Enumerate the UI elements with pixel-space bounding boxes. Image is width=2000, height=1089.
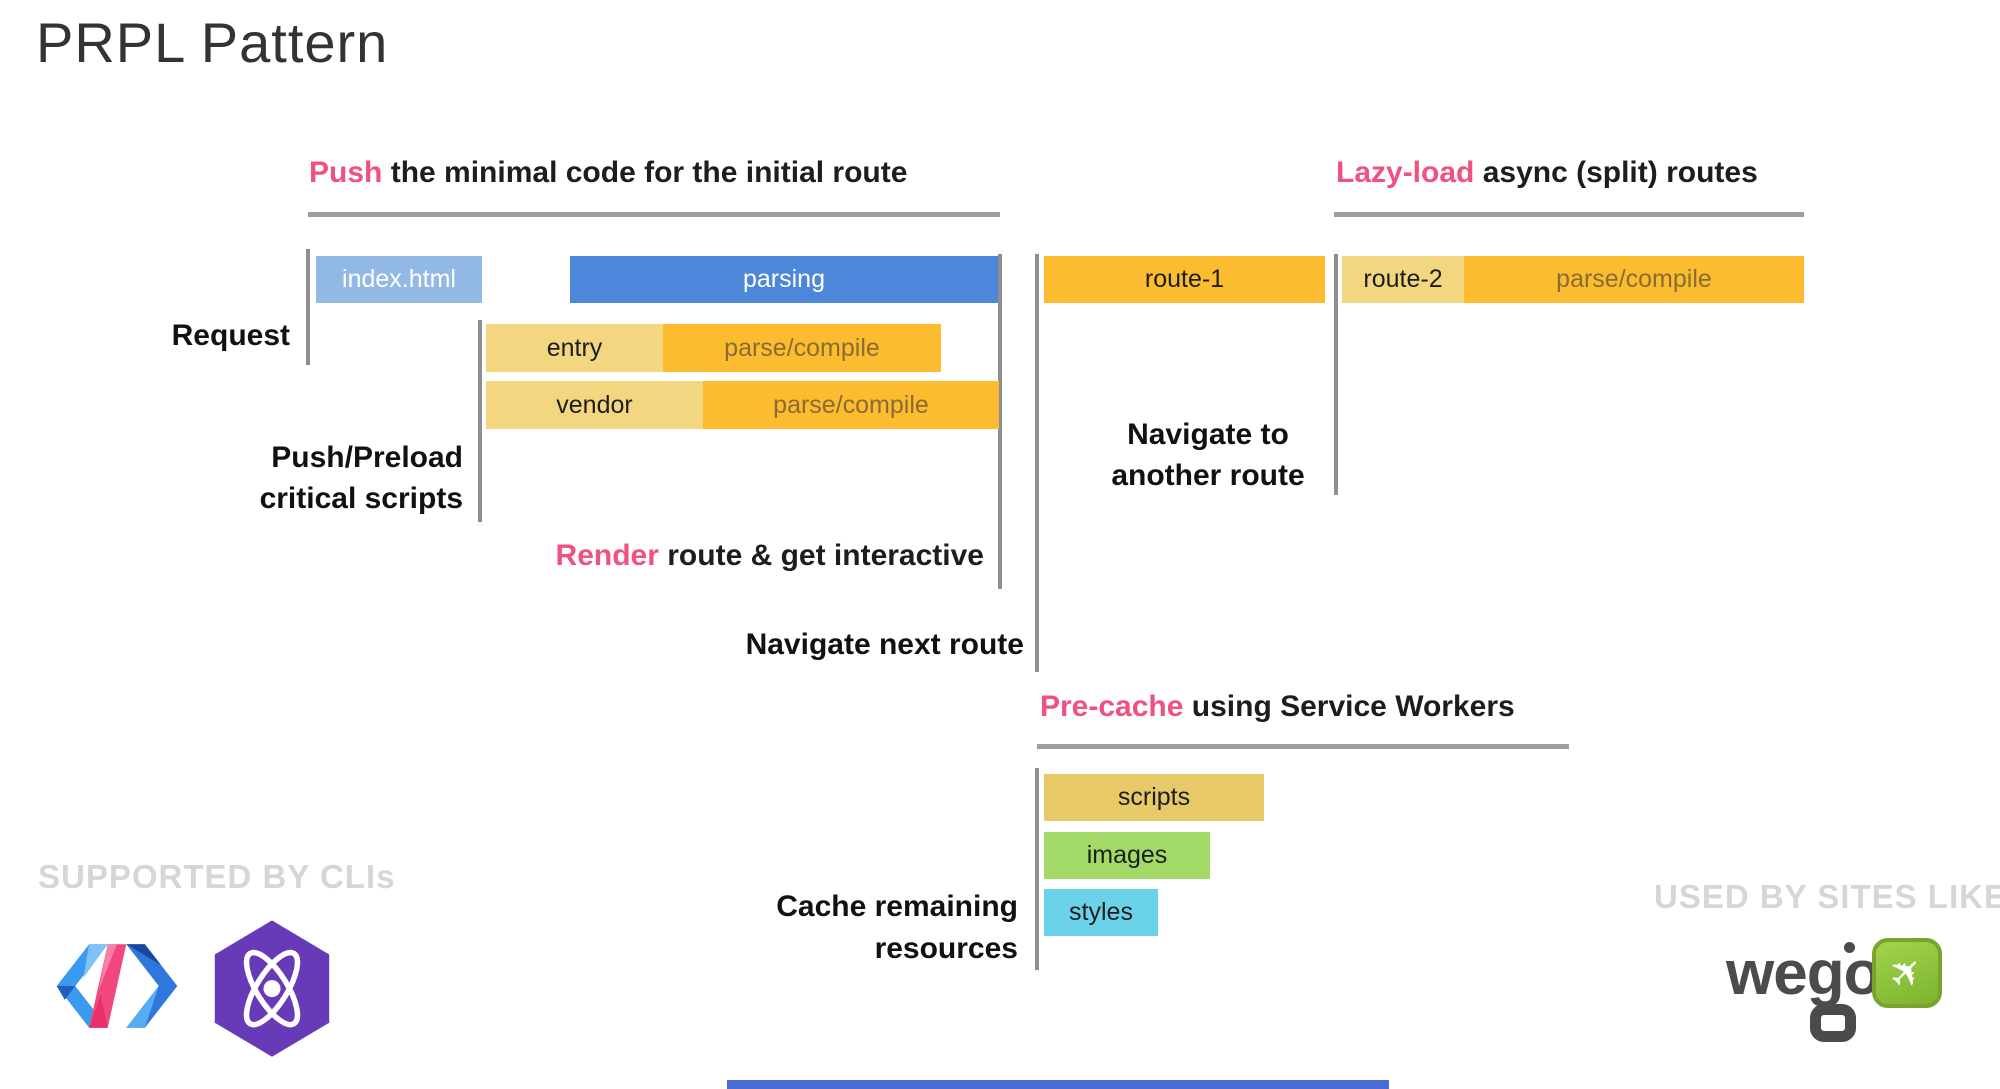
navigate-another-label-line2: another route	[1111, 459, 1305, 492]
vendor-parse-compile-segment: parse/compile	[703, 381, 999, 429]
request-label: Request	[90, 315, 290, 356]
scripts-bar: scripts	[1044, 774, 1264, 821]
precache-heading: Pre-cache using Service Workers	[1040, 690, 1515, 724]
entry-segment: entry	[486, 324, 663, 372]
page-title: PRPL Pattern	[36, 11, 389, 74]
entry-parse-compile-segment: parse/compile	[663, 324, 941, 372]
polymer-logo-icon	[46, 928, 188, 1044]
styles-bar-label: styles	[1069, 898, 1133, 926]
images-bar: images	[1044, 832, 1210, 879]
preact-logo-svg	[214, 920, 330, 1057]
push-preload-label-line2: critical scripts	[259, 482, 463, 515]
entry-bar-label: entry	[546, 333, 603, 362]
precache-connector-line	[1035, 768, 1039, 970]
push-preload-label: Push/Preload critical scripts	[140, 437, 463, 519]
render-connector-line	[998, 254, 1002, 589]
navigate-next-label-text: Navigate next route	[745, 628, 1024, 661]
entry-parse-compile-label: parse/compile	[724, 333, 880, 362]
route-2-parse-compile-label: parse/compile	[1556, 265, 1712, 293]
wego-airplane-badge: ✈	[1872, 938, 1942, 1008]
wego-dot-icon	[1844, 942, 1855, 953]
index-html-bar: index.html	[316, 256, 482, 303]
styles-bar: styles	[1044, 889, 1158, 936]
lazyload-heading-keyword: Lazy-load	[1336, 156, 1475, 189]
route-2-bar: route-2 parse/compile	[1342, 256, 1804, 303]
airplane-icon: ✈	[1879, 945, 1935, 1001]
precache-heading-keyword: Pre-cache	[1040, 690, 1184, 723]
vendor-segment: vendor	[486, 381, 703, 429]
index-html-bar-label: index.html	[342, 265, 456, 293]
images-bar-label: images	[1086, 841, 1168, 869]
vendor-bar-label: vendor	[556, 390, 633, 419]
lazyload-heading-rest: async (split) routes	[1482, 156, 1758, 189]
precache-heading-rule	[1037, 744, 1569, 749]
supported-by-clis-caption: SUPPORTED BY CLIs	[38, 858, 396, 895]
request-label-text: Request	[171, 319, 290, 352]
render-heading: Render route & get interactive	[460, 539, 984, 573]
push-preload-connector-line	[478, 320, 482, 522]
wego-g-descender-icon	[1810, 1004, 1856, 1042]
preact-logo-icon	[210, 918, 334, 1058]
cache-remaining-label-line2: resources	[874, 932, 1018, 965]
lazyload-heading: Lazy-load async (split) routes	[1336, 156, 1758, 190]
bottom-progress-bar	[727, 1080, 1389, 1089]
wego-logo: wego ✈	[1726, 938, 1986, 1068]
route-2-segment: route-2	[1342, 256, 1464, 303]
navigate-next-connector-line	[1035, 254, 1039, 672]
navigate-another-connector-line	[1334, 254, 1338, 495]
navigate-next-label: Navigate next route	[660, 624, 1024, 665]
route-2-bar-label: route-2	[1363, 265, 1443, 293]
request-connector-line	[306, 249, 310, 365]
wego-logo-text: wego	[1726, 939, 1881, 1008]
used-by-sites-caption: USED BY SITES LIKE	[1654, 878, 2000, 915]
scripts-bar-label: scripts	[1117, 783, 1191, 811]
navigate-another-label-line1: Navigate to	[1127, 418, 1289, 451]
push-heading-rest: the minimal code for the initial route	[390, 156, 908, 189]
push-heading-keyword: Push	[309, 156, 383, 189]
lazyload-heading-rule	[1334, 212, 1804, 217]
route-1-bar-label: route-1	[1144, 265, 1225, 293]
precache-heading-rest: using Service Workers	[1191, 690, 1515, 723]
cache-remaining-label-line1: Cache remaining	[776, 890, 1018, 923]
push-heading-rule	[308, 212, 1000, 217]
render-heading-rest: route & get interactive	[667, 539, 984, 572]
render-heading-keyword: Render	[555, 539, 659, 572]
push-heading: Push the minimal code for the initial ro…	[309, 156, 907, 190]
vendor-parse-compile-label: parse/compile	[773, 390, 929, 419]
cache-remaining-label: Cache remaining resources	[640, 886, 1018, 970]
route-1-bar: route-1	[1044, 256, 1325, 303]
vendor-bar: vendor parse/compile	[486, 381, 999, 429]
polymer-logo-svg	[56, 944, 178, 1028]
route-2-parse-compile-segment: parse/compile	[1464, 256, 1804, 303]
navigate-another-label: Navigate to another route	[1058, 414, 1358, 496]
push-preload-label-line1: Push/Preload	[271, 441, 463, 474]
entry-bar: entry parse/compile	[486, 324, 941, 372]
parsing-bar-label: parsing	[743, 265, 825, 293]
parsing-bar: parsing	[570, 256, 998, 303]
